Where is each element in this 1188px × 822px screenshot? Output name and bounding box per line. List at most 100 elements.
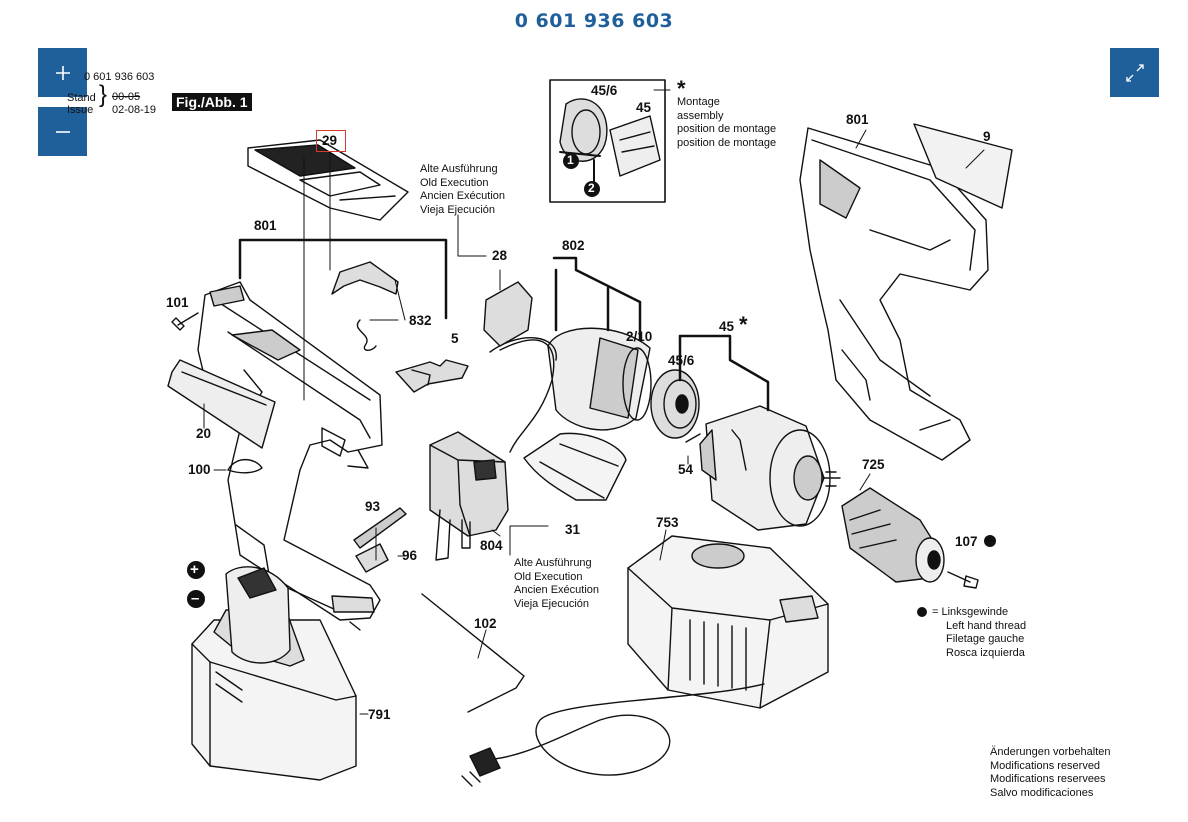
part-label-107[interactable]: 107: [955, 534, 978, 549]
issue-label: Issue: [67, 104, 94, 116]
part-45-6-plate: [650, 369, 700, 439]
part-label-28[interactable]: 28: [492, 248, 508, 263]
collapse-arrows-icon: [1125, 63, 1144, 82]
part-96-holder: [355, 543, 389, 573]
part-label-5[interactable]: 5: [451, 331, 459, 346]
plus-icon: [55, 65, 70, 80]
note-line: Vieja Ejecución: [514, 597, 590, 610]
part-45-gearbox: [699, 405, 841, 531]
page-title: 0 601 936 603: [514, 10, 674, 32]
fullscreen-toggle-button[interactable]: [1110, 48, 1159, 97]
note-line: Alte Ausführung: [420, 163, 498, 175]
part-label-802[interactable]: 802: [562, 238, 585, 253]
note-line: Modifications reservees: [990, 773, 1106, 785]
asterisk-45: *: [739, 312, 748, 337]
note-line: Old Execution: [420, 176, 489, 189]
left-hand-thread-dot: [984, 535, 996, 547]
left-hand-thread-legend: = Linksgewinde Left hand thread Filetage…: [932, 606, 1026, 660]
part-label-93[interactable]: 93: [365, 499, 381, 514]
part-label-804[interactable]: 804: [480, 538, 503, 553]
figure-label: Fig./Abb. 1: [172, 93, 252, 111]
part-791-battery: [191, 566, 357, 781]
minus-terminal-dot: [187, 590, 205, 608]
part-label-725[interactable]: 725: [862, 457, 885, 472]
part-label-102[interactable]: 102: [474, 616, 497, 631]
part-label-801-right[interactable]: 801: [846, 112, 869, 127]
part-100-wire: [227, 458, 263, 474]
part-20-side-panel: [167, 359, 276, 449]
part-number-small: 0 601 936 603: [84, 71, 155, 83]
note-line: Old Execution: [514, 570, 583, 583]
part-107-screw: [947, 571, 979, 589]
part-label-96[interactable]: 96: [402, 548, 418, 563]
plus-terminal-dot: [187, 561, 205, 579]
step-1-label: 1: [567, 153, 574, 167]
part-93-brush: [353, 507, 407, 549]
part-29-cover-shape: [247, 139, 409, 221]
part-label-101[interactable]: 101: [166, 295, 189, 310]
legend-line: = Linksgewinde: [932, 606, 1009, 618]
part-label-9[interactable]: 9: [983, 129, 991, 144]
note-line: Modifications reserved: [990, 759, 1101, 772]
part-102-wire: [421, 593, 525, 713]
part-label-31[interactable]: 31: [565, 522, 581, 537]
assembly-inset-box: [549, 79, 666, 203]
part-label-45-inset[interactable]: 45: [636, 100, 652, 115]
legend-line: Filetage gauche: [946, 633, 1025, 645]
note-line: Ancien Exécution: [420, 190, 505, 202]
stand-label: Stand: [67, 92, 96, 104]
part-753-charger: [461, 535, 829, 787]
part-label-45[interactable]: 45: [719, 319, 735, 334]
part-801-housing-left: [197, 281, 383, 621]
part-804-switch-shape: [429, 431, 509, 561]
note-line: assembly: [677, 109, 724, 122]
part-label-100[interactable]: 100: [188, 462, 211, 477]
modifications-note: Änderungen vorbehalten Modifications res…: [990, 746, 1110, 800]
part-label-45-6[interactable]: 45/6: [668, 353, 695, 368]
step-2-label: 2: [588, 181, 595, 195]
asterisk-inset: *: [677, 76, 686, 101]
part-801-housing-right: [799, 127, 989, 461]
part-label-801-left[interactable]: 801: [254, 218, 277, 233]
note-line: Ancien Exécution: [514, 584, 599, 596]
selected-part-highlight[interactable]: [316, 130, 346, 152]
note-line: position de montage: [677, 136, 777, 149]
part-725-chuck: [841, 487, 945, 583]
assembly-note: Montage assembly position de montage pos…: [677, 96, 776, 150]
plus-terminal-label: +: [190, 561, 199, 578]
zoom-out-button[interactable]: [38, 107, 87, 156]
part-label-2-10[interactable]: 2/10: [626, 329, 653, 344]
step-2-dot: [584, 181, 600, 197]
part-label-753[interactable]: 753: [656, 515, 679, 530]
part-label-832[interactable]: 832: [409, 313, 432, 328]
note-line: Montage: [677, 96, 720, 108]
brace-glyph: }: [99, 81, 108, 108]
part-101-screw: [171, 312, 199, 331]
legend-line: Left hand thread: [946, 619, 1027, 632]
part-802-motor: [489, 327, 652, 453]
minus-icon: [55, 130, 70, 133]
note-line: Salvo modificaciones: [990, 786, 1094, 799]
note-line: position de montage: [677, 123, 777, 135]
assembly-inset-drawing: [559, 98, 661, 183]
legend-dot: [917, 607, 927, 617]
part-9-plate: [913, 123, 1013, 209]
old-execution-note-top: Alte Ausführung Old Execution Ancien Exé…: [420, 163, 505, 217]
part-label-20[interactable]: 20: [196, 426, 212, 441]
part-label-54[interactable]: 54: [678, 462, 694, 477]
old-execution-note-bottom: Alte Ausführung Old Execution Ancien Exé…: [514, 557, 599, 611]
part-54-screw: [685, 433, 701, 443]
stand-value: 00-05: [112, 91, 141, 103]
part-31-half-shell: [523, 432, 627, 501]
minus-terminal-label: –: [191, 590, 200, 607]
part-label-45-6-inset[interactable]: 45/6: [591, 83, 618, 98]
note-line: Alte Ausführung: [514, 557, 592, 569]
zoom-in-button[interactable]: [38, 48, 87, 97]
part-label-29[interactable]: 29: [322, 133, 338, 148]
step-1-dot: [563, 153, 579, 169]
part-28-adapter: [483, 281, 533, 347]
part-832-clip: [331, 261, 399, 295]
part-label-791[interactable]: 791: [368, 707, 391, 722]
part-5-actuator: [395, 359, 469, 393]
